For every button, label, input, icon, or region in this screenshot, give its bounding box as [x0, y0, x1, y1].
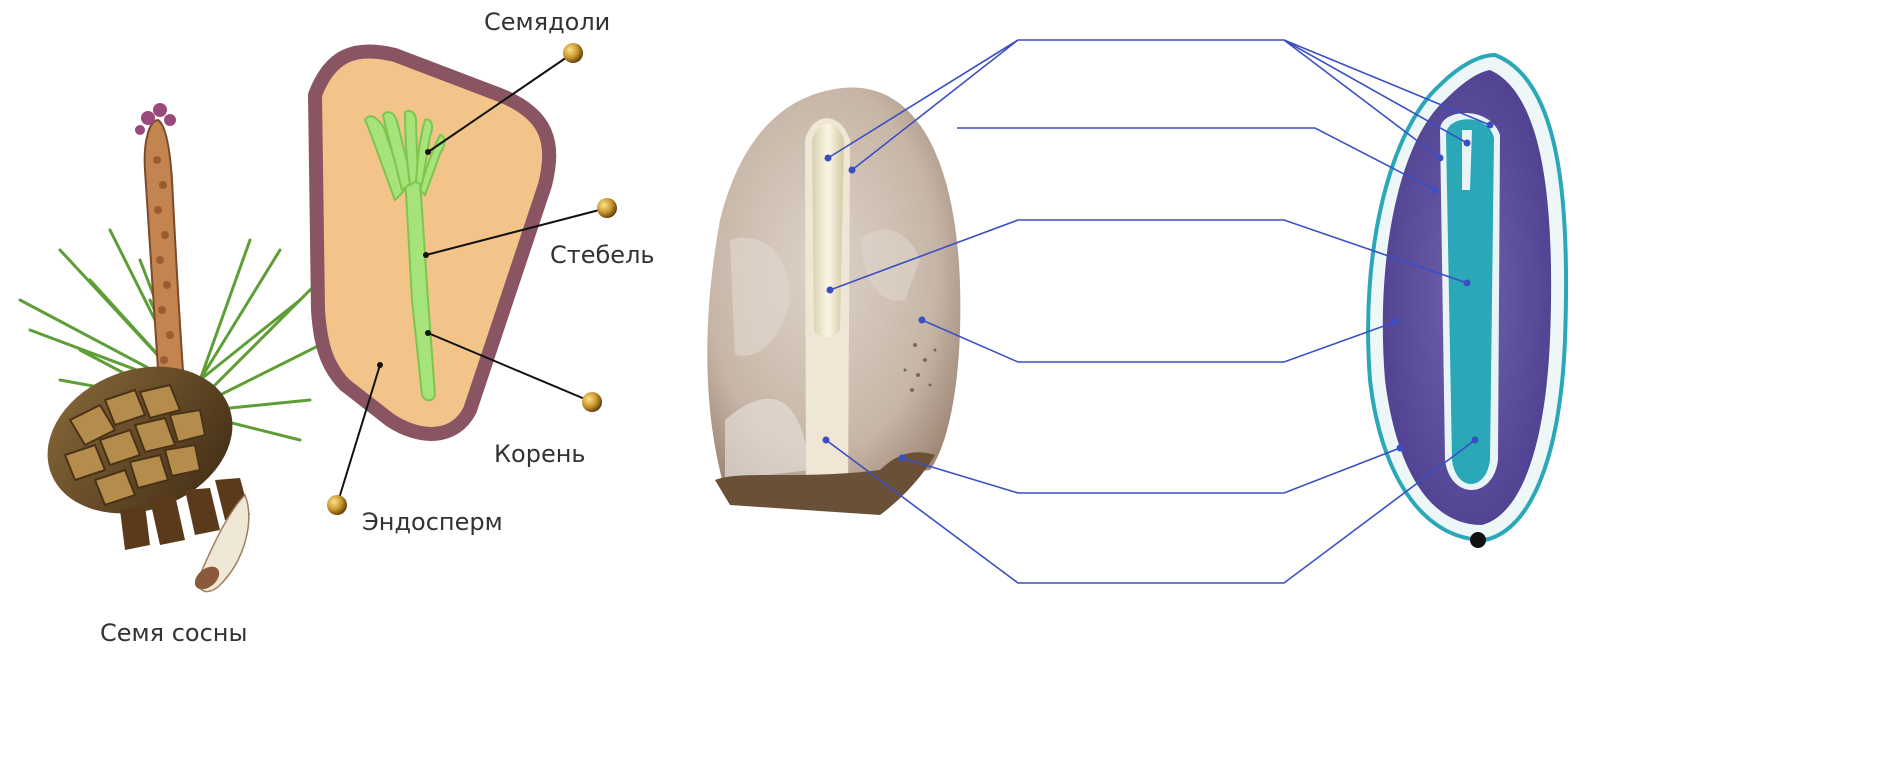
seed-caption: Семя сосны — [100, 619, 247, 647]
seed-photo — [707, 87, 960, 515]
pin-endosperm — [327, 495, 347, 515]
label-cotyledons: Семядоли — [484, 8, 610, 36]
label-endosperm: Эндосперм — [362, 508, 503, 536]
seed-section-diagram — [315, 51, 549, 434]
label-stem: Стебель — [550, 241, 655, 269]
pine-branch-icon — [20, 103, 330, 550]
pin-stem — [597, 198, 617, 218]
pin-root — [582, 392, 602, 412]
pin-cotyledons — [563, 43, 583, 63]
label-root: Корень — [494, 440, 586, 468]
stained-micrograph — [1368, 55, 1566, 548]
